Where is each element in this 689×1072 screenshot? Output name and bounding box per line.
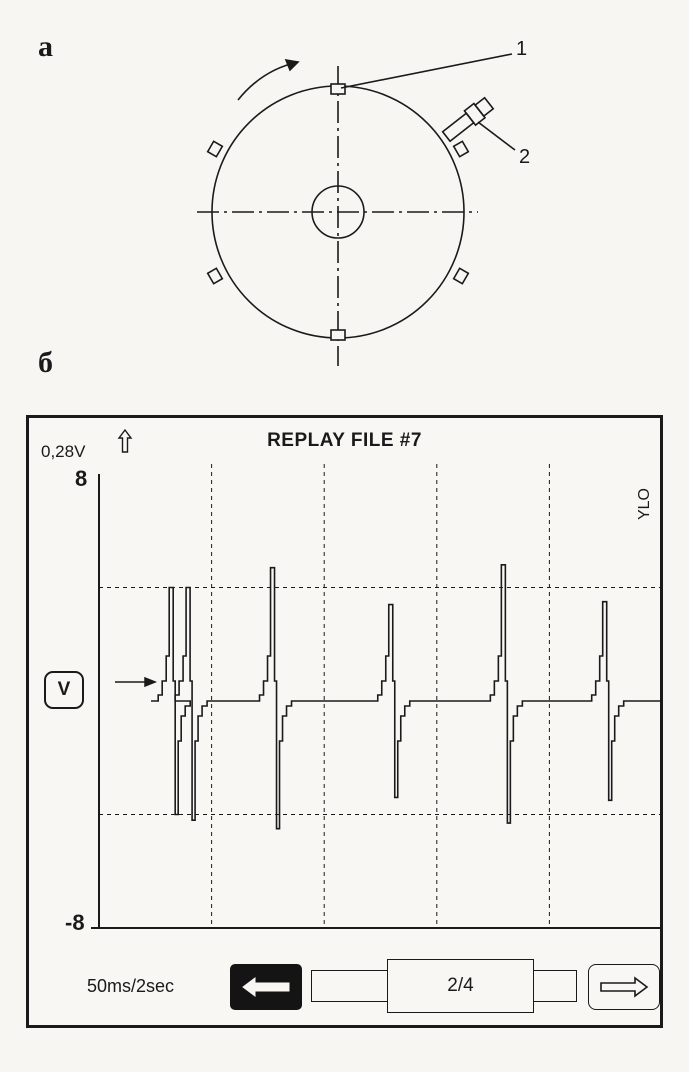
rotor-diagram (197, 53, 516, 366)
y-axis-min-label: -8 (65, 910, 85, 935)
leader-line-1 (340, 53, 513, 89)
prev-page-button[interactable] (230, 964, 302, 1010)
waveform-plot (91, 464, 660, 929)
y-axis-max-label: 8 (75, 466, 88, 491)
next-page-button[interactable] (588, 964, 660, 1010)
plot-grid (99, 464, 660, 928)
sensor-body (441, 96, 495, 143)
timebase-label: 50ms/2sec (87, 976, 175, 996)
page-track-right[interactable] (533, 970, 577, 1002)
leader-line-2 (477, 121, 516, 151)
panel-label-a: а (38, 30, 53, 63)
page-indicator: 2/4 (387, 959, 534, 1013)
callout-label-2: 2 (519, 146, 531, 168)
unit-badge[interactable]: V (44, 671, 84, 709)
left-arrow-icon (242, 977, 290, 997)
reluctor-teeth (206, 83, 470, 341)
scale-value: 0,28V (41, 442, 86, 461)
scope-title: REPLAY FILE #7 (267, 430, 422, 451)
plot-axes (91, 474, 660, 929)
waveform-trace (151, 564, 660, 830)
page-track-left[interactable] (311, 970, 389, 1002)
right-arrow-icon (600, 976, 649, 998)
callout-label-1: 1 (516, 38, 528, 60)
up-arrow-icon[interactable] (117, 428, 133, 454)
trigger-marker (115, 676, 158, 688)
oscilloscope-screen: REPLAY FILE #7 0,28V 8 -8 YLO V 50ms/2se… (26, 415, 663, 1028)
panel-label-b: б (38, 346, 53, 379)
